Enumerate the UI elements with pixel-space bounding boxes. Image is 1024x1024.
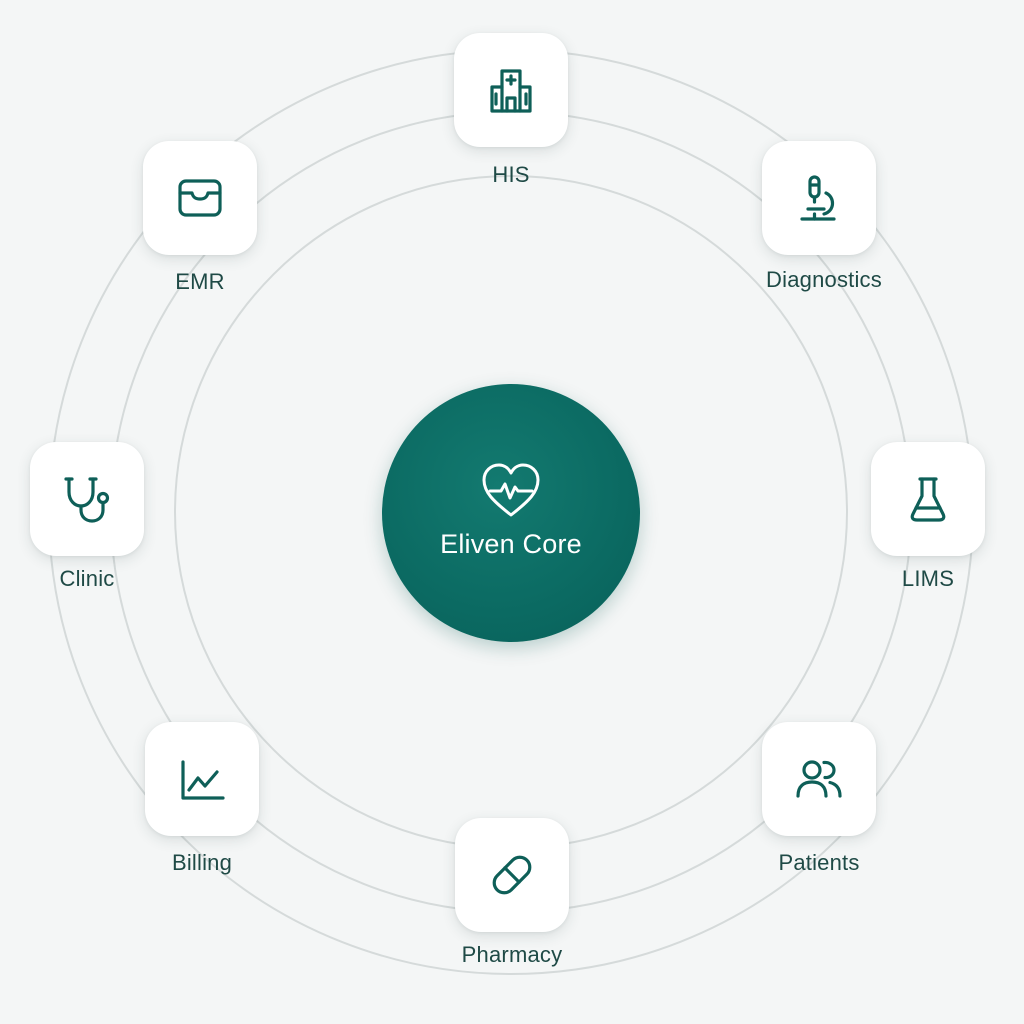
node-emr[interactable] [143,141,257,255]
record-tray-icon [178,179,222,217]
node-pharmacy[interactable] [455,818,569,932]
users-icon [796,760,842,798]
node-his[interactable] [454,33,568,147]
pill-icon [492,855,532,895]
node-label-emr: EMR [175,269,225,294]
node-label-lims: LIMS [901,566,955,591]
microscope-icon [800,175,836,221]
node-patients[interactable] [762,722,876,836]
flask-icon [910,477,946,522]
node-label-diagnostics: Diagnostics [766,267,882,292]
hospital-icon [490,69,532,113]
node-diagnostics[interactable] [762,141,876,255]
heart-pulse-icon [482,463,540,516]
core-label: Eliven Core [440,528,582,559]
node-billing[interactable] [145,722,259,836]
node-clinic[interactable] [30,442,144,556]
node-label-his: HIS [492,162,530,187]
line-chart-icon [181,760,225,800]
node-label-patients: Patients [778,850,860,875]
node-label-clinic: Clinic [59,566,115,591]
core-hub[interactable]: Eliven Core [382,384,640,642]
stethoscope-icon [64,477,110,523]
node-label-pharmacy: Pharmacy [461,942,563,967]
node-label-billing: Billing [171,850,233,875]
node-lims[interactable] [871,442,985,556]
